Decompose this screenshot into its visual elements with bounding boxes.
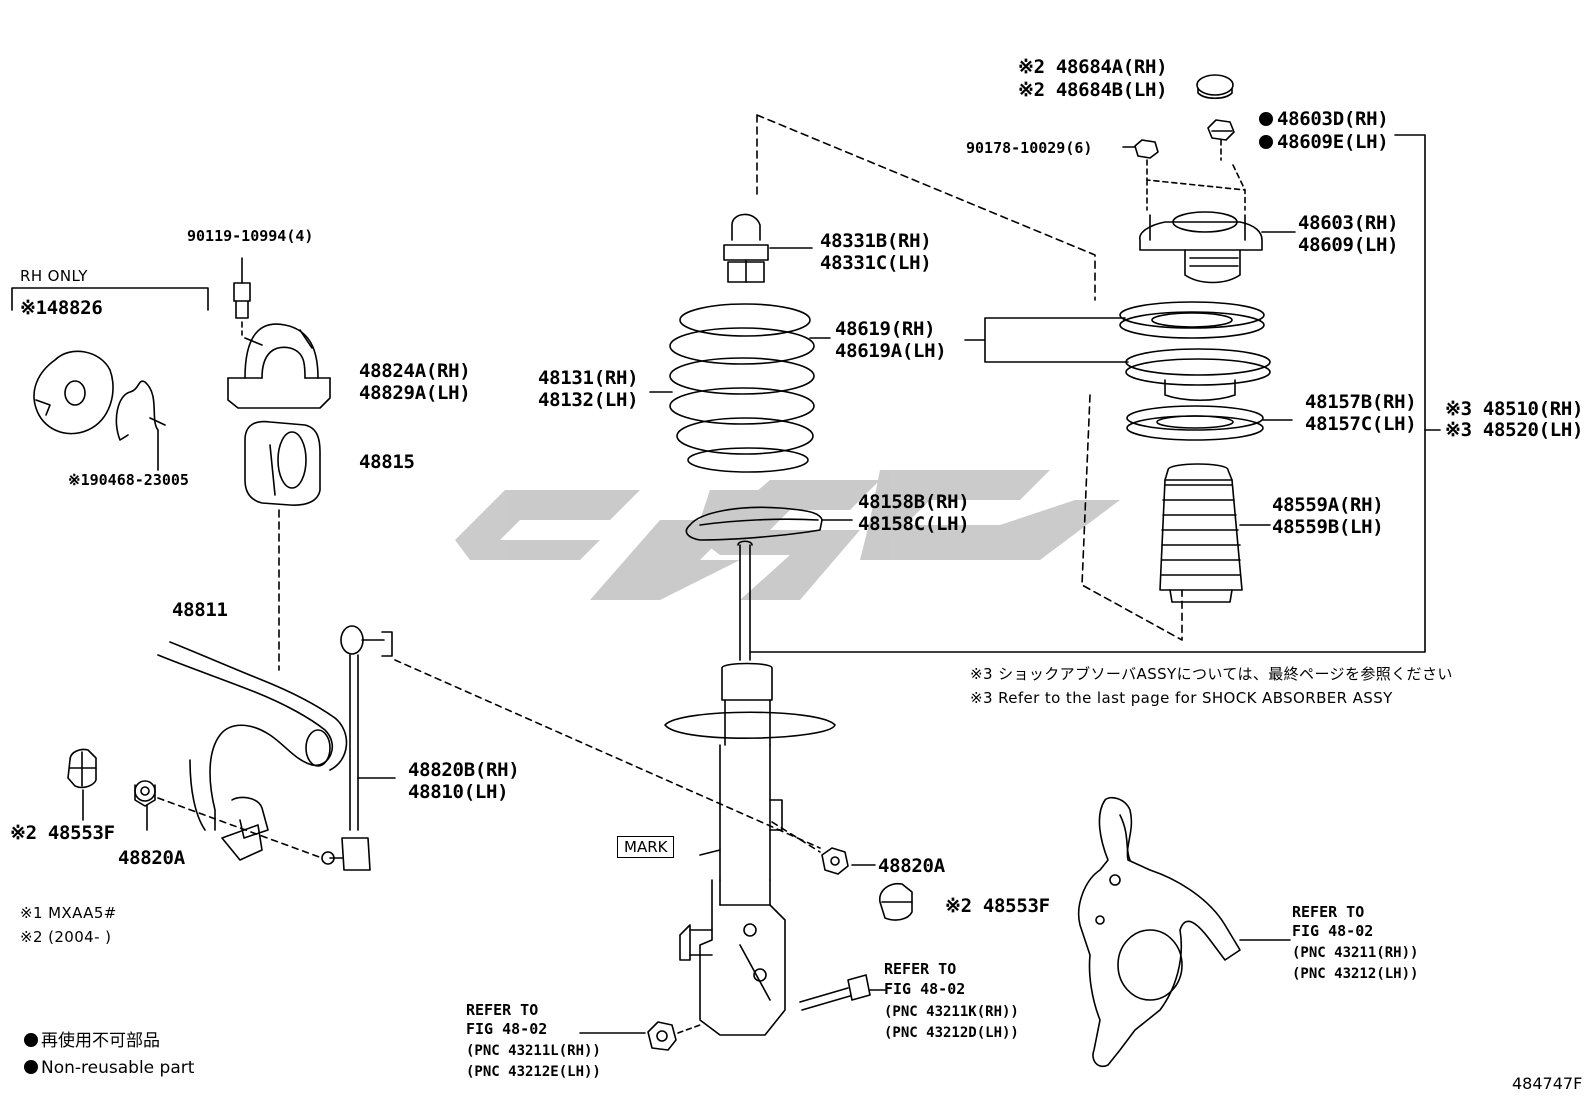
mark-box: MARK <box>617 836 675 858</box>
leader-48510-bracket <box>749 134 1426 653</box>
label-48331c: 48331C(LH) <box>820 252 932 274</box>
part-48559a-boot <box>1159 463 1243 603</box>
rh-only-label: RH ONLY <box>20 267 88 285</box>
part-48824a-bracket <box>227 323 331 409</box>
label-48684a: ※2 48684A(RH) <box>1018 56 1168 78</box>
refer-bl-4: (PNC 43212E(LH)) <box>466 1064 601 1080</box>
part-90468-clip <box>115 380 166 471</box>
part-48820a-right-nut <box>821 847 849 875</box>
label-48820a-right: 48820A <box>878 855 945 877</box>
label-48559b: 48559B(LH) <box>1272 516 1384 538</box>
note3-en: ※3 Refer to the last page for SHOCK ABSO… <box>970 689 1393 707</box>
label-48826: ※148826 <box>20 297 103 319</box>
part-48826-washer <box>33 350 114 435</box>
label-48824a: 48824A(RH) <box>359 360 471 382</box>
label-48559a: 48559A(RH) <box>1272 494 1384 516</box>
nonreusable-dot-48603d <box>1259 112 1273 126</box>
label-48131: 48131(RH) <box>538 367 639 389</box>
part-48157b-bearing <box>1126 405 1264 441</box>
label-48619a: 48619A(LH) <box>835 340 947 362</box>
label-48553f-left: ※2 48553F <box>10 822 115 844</box>
label-48603d: 48603D(RH) <box>1277 108 1389 130</box>
part-48619-insulator-lower <box>1125 348 1271 401</box>
rh-only-bracket <box>11 287 209 311</box>
refer-br-3: (PNC 43211(RH)) <box>1292 945 1419 961</box>
label-48811: 48811 <box>172 599 228 621</box>
label-48331b: 48331B(RH) <box>820 230 932 252</box>
part-48331b-bump-stop <box>723 213 769 283</box>
legend-en: Non-reusable part <box>24 1057 194 1079</box>
label-48684b: ※2 48684B(LH) <box>1018 79 1168 101</box>
label-48820b: 48820B(RH) <box>408 759 520 781</box>
note2: ※2 (2004- ) <box>20 928 112 946</box>
label-48609: 48609(LH) <box>1298 234 1399 256</box>
note1: ※1 MXAA5# <box>20 904 117 922</box>
part-strut-assy <box>664 662 836 1036</box>
label-48603: 48603(RH) <box>1298 212 1399 234</box>
refer-bl-2: FIG 48-02 <box>466 1020 548 1038</box>
figure-id: 484747F <box>1512 1074 1583 1093</box>
part-48619-insulator-upper <box>1119 301 1265 339</box>
part-nut-bottom <box>647 1021 677 1051</box>
part-bolt-middle <box>799 974 871 1011</box>
legend-jp-text: 再使用不可部品 <box>41 1031 160 1051</box>
label-48157c: 48157C(LH) <box>1305 413 1417 435</box>
label-48510: ※3 48510(RH) <box>1445 398 1584 420</box>
label-90119: 90119-10994(4) <box>187 227 314 245</box>
part-48158b-spring-seat <box>685 506 823 541</box>
label-48815: 48815 <box>359 451 415 473</box>
part-knuckle <box>1077 796 1241 1068</box>
label-48157b: 48157B(RH) <box>1305 391 1417 413</box>
refer-br-2: FIG 48-02 <box>1292 922 1374 940</box>
label-48132: 48132(LH) <box>538 389 639 411</box>
part-48684a-cap <box>1196 74 1234 100</box>
refer-br-1: REFER TO <box>1292 903 1365 921</box>
label-48520: ※3 48520(LH) <box>1445 419 1584 441</box>
part-48811-stabilizer-bar <box>157 641 348 861</box>
legend-en-text: Non-reusable part <box>41 1058 195 1078</box>
refer-bl-1: REFER TO <box>466 1001 539 1019</box>
legend-dot-icon <box>24 1060 38 1074</box>
label-48820a-left: 48820A <box>118 847 185 869</box>
refer-bm-3: (PNC 43211K(RH)) <box>884 1004 1019 1020</box>
legend-dot-icon <box>24 1033 38 1047</box>
part-90178-nut <box>1134 139 1159 159</box>
watermark-logo <box>455 470 1120 600</box>
part-48603d-nut <box>1207 119 1235 141</box>
nonreusable-dot-48609e <box>1259 135 1273 149</box>
refer-bm-2: FIG 48-02 <box>884 980 966 998</box>
leader-dashed-spring-enclosure <box>756 114 1096 301</box>
part-48820b-link <box>321 625 393 871</box>
label-48609e: 48609E(LH) <box>1277 131 1389 153</box>
refer-bl-3: (PNC 43211L(RH)) <box>466 1043 601 1059</box>
part-48553f-right-bushing <box>879 882 913 921</box>
refer-br-4: (PNC 43212(LH)) <box>1292 966 1419 982</box>
refer-bm-1: REFER TO <box>884 960 957 978</box>
label-48158c: 48158C(LH) <box>858 513 970 535</box>
part-48820a-left-nut <box>134 780 156 807</box>
part-48603-mount <box>1139 211 1263 284</box>
label-90178: 90178-10029(6) <box>966 139 1093 157</box>
label-48810: 48810(LH) <box>408 781 509 803</box>
label-48158b: 48158B(RH) <box>858 491 970 513</box>
part-90119-bolt <box>233 257 251 336</box>
part-strut-rod <box>737 540 753 661</box>
legend-jp: 再使用不可部品 <box>24 1030 160 1052</box>
label-48553f-right: ※2 48553F <box>945 895 1050 917</box>
label-48619: 48619(RH) <box>835 318 936 340</box>
label-90468: ※190468-23005 <box>68 471 189 489</box>
note3-jp: ※3 ショックアブソーバASSYについては、最終ページを参照ください <box>970 665 1453 683</box>
part-48131-coil-spring <box>669 303 815 473</box>
leader-48619-bracket <box>964 317 1129 363</box>
refer-bm-4: (PNC 43212D(LH)) <box>884 1025 1019 1041</box>
part-48815-bushing <box>244 420 321 506</box>
part-48553f-left-bushing <box>67 748 97 789</box>
label-48829a: 48829A(LH) <box>359 382 471 404</box>
